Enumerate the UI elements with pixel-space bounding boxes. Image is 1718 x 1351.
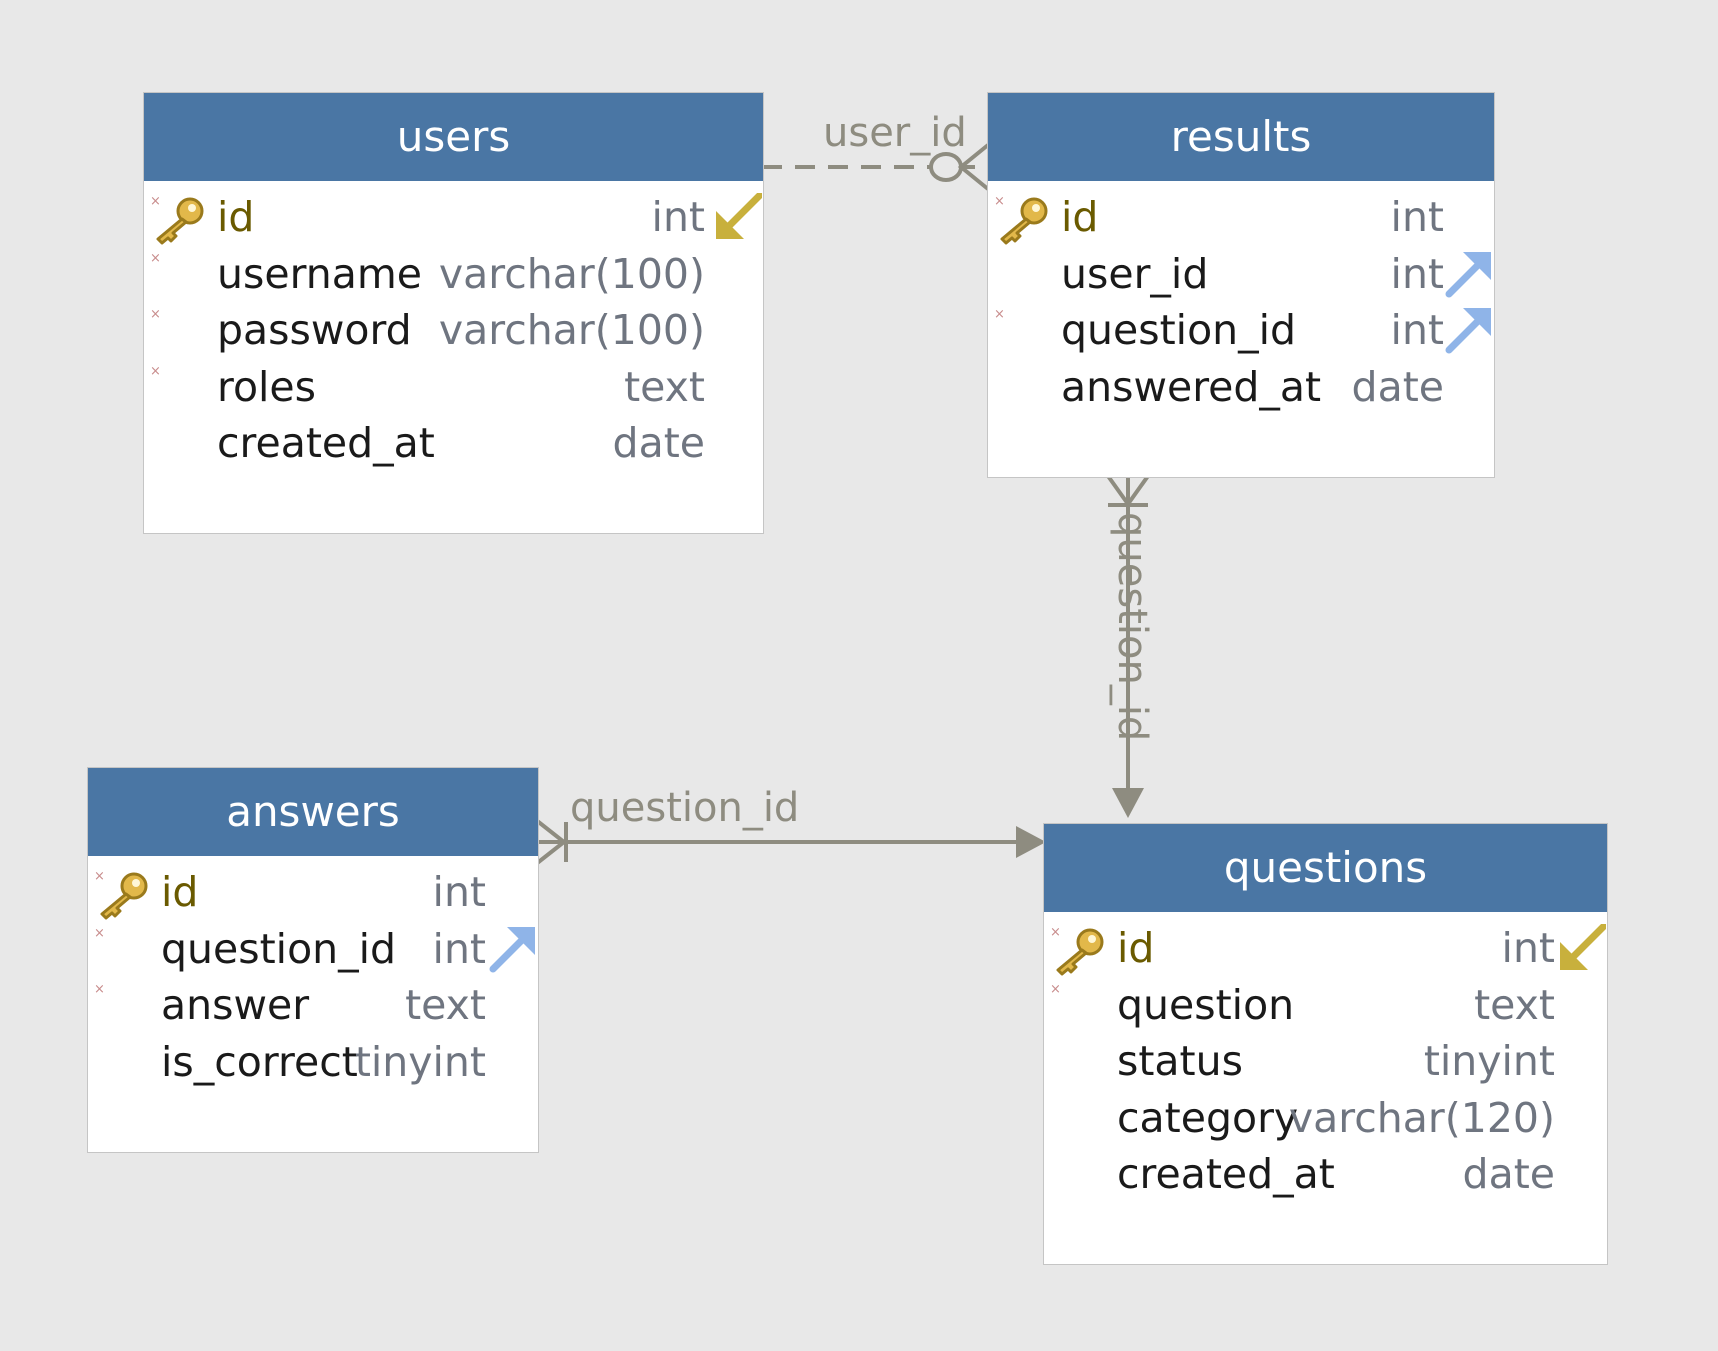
- column-name: roles: [217, 362, 317, 411]
- table-users[interactable]: users × id int × username varchar(100) × passwo…: [143, 92, 764, 534]
- column-name: category: [1117, 1093, 1299, 1142]
- not-null-marker-icon: ×: [94, 869, 105, 884]
- column-type: int: [651, 193, 705, 241]
- not-null-marker-icon: ×: [150, 250, 161, 266]
- column-name: password: [217, 306, 412, 354]
- column-name: id: [1061, 193, 1099, 241]
- crowfoot-zero-circle: [929, 152, 963, 182]
- column-row-id[interactable]: × id int: [988, 189, 1494, 246]
- column-row-created-at[interactable]: created_at date: [1044, 1146, 1607, 1203]
- column-row-username[interactable]: × username varchar(100): [144, 246, 763, 303]
- column-type: int: [432, 868, 486, 916]
- crowfoot-many: [957, 143, 990, 191]
- column-row-user-id[interactable]: user_id int: [988, 246, 1494, 303]
- column-type: tinyint: [1423, 1037, 1555, 1085]
- relation-label-question-id-horizontal: question_id: [570, 785, 800, 831]
- column-type: int: [1390, 193, 1444, 241]
- relation-label-user-id: user_id: [823, 110, 967, 156]
- column-row-question-id[interactable]: × question_id int: [988, 302, 1494, 359]
- table-columns: × id int × username varchar(100) × password varc…: [144, 181, 764, 472]
- not-null-marker-icon: ×: [150, 194, 161, 209]
- column-name: status: [1117, 1037, 1243, 1085]
- column-type: varchar(100): [438, 249, 705, 298]
- column-type: varchar(120): [1288, 1093, 1555, 1142]
- relation-arrowhead: [1016, 826, 1046, 858]
- column-name: created_at: [1117, 1150, 1335, 1198]
- column-row-created-at[interactable]: created_at date: [144, 415, 763, 472]
- column-name: question_id: [161, 924, 397, 973]
- table-answers[interactable]: answers × id int × question_id int × answer text…: [87, 767, 539, 1153]
- column-name: id: [217, 193, 255, 241]
- table-columns: × id int × question text status tinyint category…: [1044, 912, 1608, 1203]
- primary-key-icon: [1052, 926, 1108, 976]
- column-row-id[interactable]: × id int: [1044, 920, 1608, 977]
- not-null-marker-icon: ×: [94, 982, 105, 997]
- column-type: int: [432, 924, 486, 973]
- column-type: date: [1351, 362, 1444, 411]
- primary-key-icon: [152, 195, 208, 245]
- column-name: is_correct: [161, 1037, 358, 1086]
- table-header[interactable]: questions: [1044, 824, 1607, 912]
- column-row-answer[interactable]: × answer text: [88, 977, 538, 1034]
- primary-key-icon: [96, 870, 152, 920]
- column-name: user_id: [1061, 249, 1209, 298]
- column-type: varchar(100): [438, 306, 705, 354]
- column-name: created_at: [217, 419, 435, 467]
- column-type: int: [1501, 924, 1555, 972]
- table-header[interactable]: users: [144, 93, 763, 181]
- column-type: int: [1390, 306, 1444, 354]
- table-columns: × id int × question_id int × answer text is_corre…: [88, 856, 538, 1090]
- column-name: question_id: [1061, 306, 1297, 354]
- column-type: text: [405, 981, 486, 1029]
- not-null-marker-icon: ×: [1050, 981, 1061, 997]
- relation-answers-questions[interactable]: [534, 818, 1046, 866]
- column-row-password[interactable]: × password varchar(100): [144, 302, 763, 359]
- column-row-status[interactable]: status tinyint: [1044, 1033, 1607, 1090]
- column-name: answer: [161, 981, 310, 1029]
- column-name: id: [1117, 924, 1155, 972]
- column-type: int: [1390, 249, 1444, 298]
- foreign-key-arrow-icon: [1445, 306, 1493, 354]
- column-name: answered_at: [1061, 362, 1322, 411]
- column-row-question-id[interactable]: × question_id int: [88, 921, 538, 978]
- not-null-marker-icon: ×: [150, 363, 161, 379]
- table-header[interactable]: results: [988, 93, 1494, 181]
- relation-arrowhead: [1112, 788, 1144, 818]
- relation-results-questions[interactable]: [1106, 474, 1150, 818]
- not-null-marker-icon: ×: [150, 307, 161, 322]
- table-header[interactable]: answers: [88, 768, 538, 856]
- column-row-question[interactable]: × question text: [1044, 977, 1607, 1034]
- not-null-marker-icon: ×: [994, 307, 1005, 322]
- column-type: text: [624, 362, 705, 411]
- primary-key-icon: [996, 195, 1052, 245]
- foreign-key-arrow-icon: [1445, 250, 1493, 298]
- not-null-marker-icon: ×: [1050, 925, 1061, 940]
- column-name: username: [217, 249, 422, 298]
- table-questions[interactable]: questions × id int × question text status tinyi…: [1043, 823, 1608, 1265]
- column-name: question: [1117, 980, 1295, 1029]
- column-row-answered-at[interactable]: answered_at date: [988, 359, 1494, 416]
- column-type: text: [1474, 980, 1555, 1029]
- not-null-marker-icon: ×: [94, 925, 105, 941]
- referenced-check-icon: [714, 191, 764, 241]
- column-row-id[interactable]: × id int: [88, 864, 538, 921]
- column-row-roles[interactable]: × roles text: [144, 359, 763, 416]
- column-name: id: [161, 868, 199, 916]
- referenced-check-icon: [1558, 922, 1608, 972]
- column-type: date: [612, 419, 705, 467]
- relation-label-question-id-vertical: question_id: [1109, 512, 1155, 742]
- column-row-id[interactable]: × id int: [144, 189, 764, 246]
- column-type: date: [1462, 1150, 1555, 1198]
- foreign-key-arrow-icon: [489, 925, 537, 973]
- column-type: tinyint: [354, 1037, 486, 1086]
- not-null-marker-icon: ×: [994, 194, 1005, 209]
